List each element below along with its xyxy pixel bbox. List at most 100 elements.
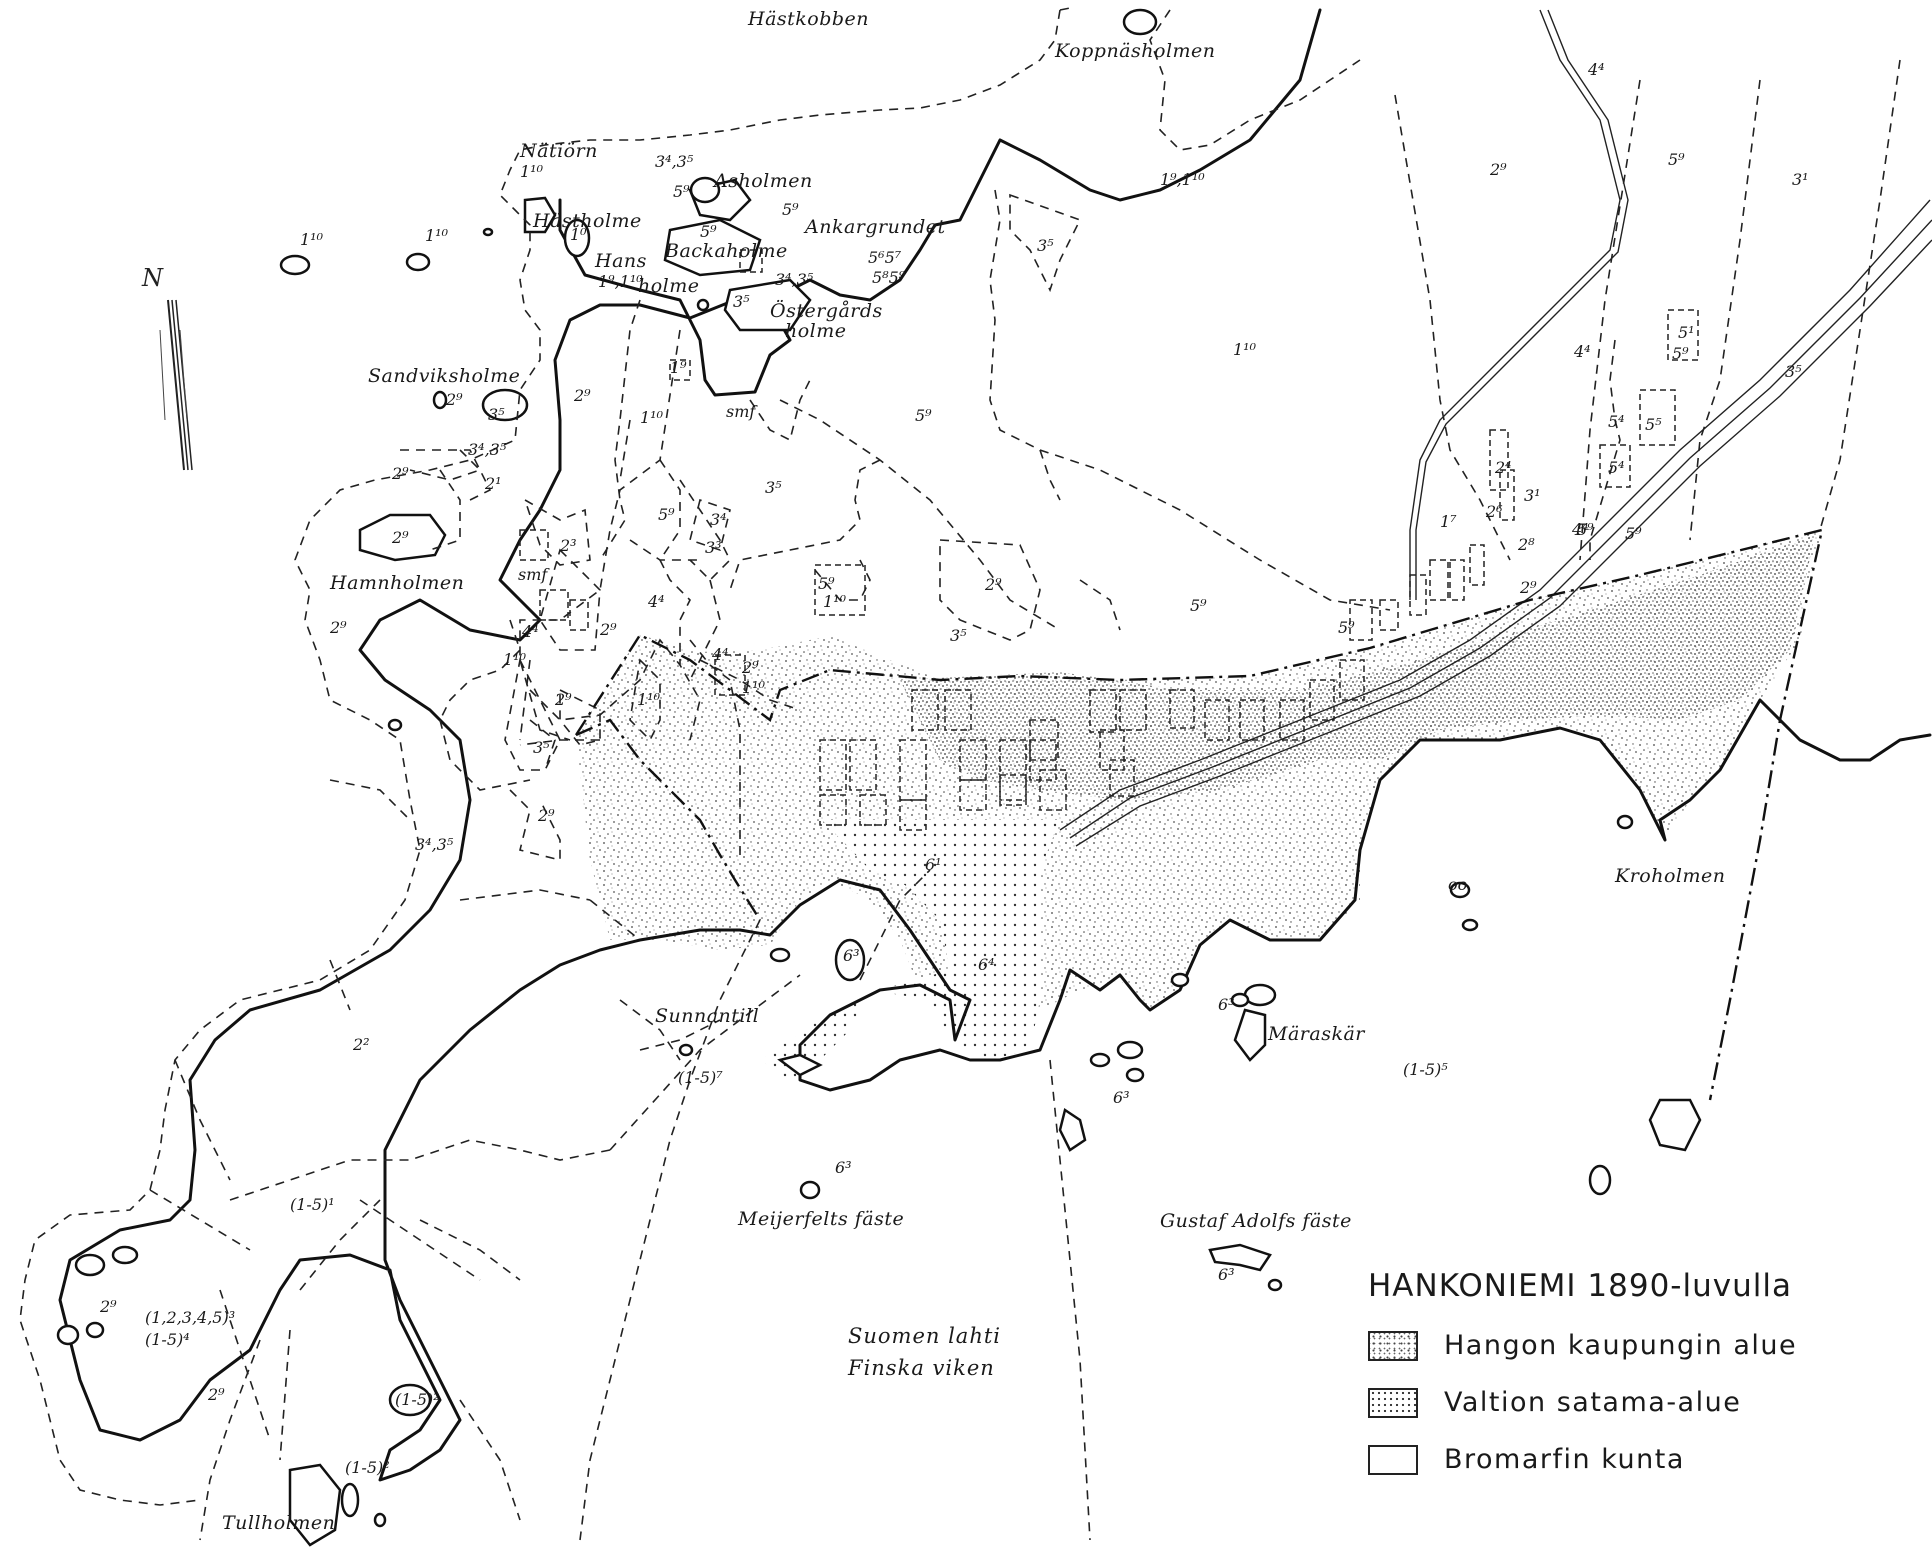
parcel-code: 3⁵ — [733, 292, 750, 311]
place-ostergards: Östergårds — [770, 300, 883, 322]
parcel-code: 5⁹ — [1668, 150, 1685, 169]
parcel-code: (1-5)⁷ — [678, 1068, 723, 1087]
parcel-code: 3⁵ — [1037, 236, 1054, 255]
parcel-code: (1-5)⁴ — [145, 1330, 190, 1349]
sea-label-swedish: Finska viken — [848, 1356, 995, 1380]
north-label: N — [142, 264, 163, 292]
town-blocks — [519, 249, 1699, 831]
parcel-code: 3⁴ — [710, 510, 727, 529]
parcel-code: 1¹⁰ — [823, 592, 847, 611]
parcel-code: 5⁹ — [1625, 524, 1642, 543]
parcel-code: oo — [1448, 875, 1468, 894]
parcel-code: 5⁸5⁹ — [872, 268, 906, 287]
parcel-code: 2⁹ — [1490, 160, 1507, 179]
parcel-code: 5⁹ — [700, 222, 717, 241]
parcel-code: 1⁷ — [1440, 512, 1457, 531]
parcel-code: 2⁹ — [555, 690, 572, 709]
place-hans-holme: holme — [638, 275, 700, 297]
parcel-code: 6¹ — [925, 855, 942, 874]
parcel-code: 5⁹ — [818, 574, 835, 593]
north-arrow — [159, 299, 193, 471]
parcel-code: 4⁴ — [1588, 60, 1605, 79]
legend-item-harbour: Valtion satama-alue — [1368, 1387, 1928, 1418]
legend-label-harbour: Valtion satama-alue — [1444, 1387, 1742, 1418]
parcel-code: 2⁹ — [330, 618, 347, 637]
legend-label-municipality: Bromarfin kunta — [1444, 1444, 1685, 1475]
parcel-code: 2⁹ — [446, 390, 463, 409]
parcel-code: 5⁴ — [1608, 458, 1625, 477]
legend-swatch-dots — [1368, 1387, 1418, 1418]
parcel-code: 3⁵ — [488, 405, 505, 424]
parcel-code: 1⁹ — [670, 358, 687, 377]
parcel-code: 1¹⁰ — [300, 230, 324, 249]
parcel-code: 1¹⁰ — [637, 690, 661, 709]
place-hastkobben: Hästkobben — [748, 8, 870, 30]
place-hamnholmen: Hamnholmen — [330, 572, 465, 594]
parcel-code: 6³ — [1218, 995, 1235, 1014]
parcel-code: 2⁹ — [600, 620, 617, 639]
parcel-code: 2⁹ — [100, 1297, 117, 1316]
sea-label: Suomen lahti Finska viken — [848, 1320, 1001, 1384]
parcel-code: 6³ — [843, 946, 860, 965]
parcel-code: 1⁹,1¹⁰ — [598, 272, 643, 291]
place-backaholme: Backaholme — [665, 240, 788, 262]
place-sandviksholme: Sandviksholme — [368, 365, 521, 387]
legend-swatch-stipple — [1368, 1330, 1418, 1361]
parcel-code: 1¹⁰ — [1233, 340, 1257, 359]
parcel-code: 5⁶5⁷ — [868, 248, 902, 267]
legend: HANKONIEMI 1890-luvulla Hangon kaupungin… — [1368, 1268, 1928, 1475]
parcel-code: 2³ — [560, 536, 577, 555]
parcel-code: 5⁵ — [1645, 415, 1662, 434]
parcel-code: 3⁴,3⁵ — [468, 440, 507, 459]
place-sunnantill: Sunnantill — [655, 1005, 760, 1027]
legend-item-municipality: Bromarfin kunta — [1368, 1444, 1928, 1475]
parcel-code: 1⁹,1¹⁰ — [1160, 170, 1205, 189]
parcel-code: 1¹⁰ — [640, 408, 664, 427]
parcel-code: 2⁸ — [1518, 535, 1535, 554]
place-hans: Hans — [595, 250, 647, 272]
parcel-code: 3¹ — [1524, 486, 1541, 505]
legend-label-town: Hangon kaupungin alue — [1444, 1330, 1798, 1361]
place-ostergards-holme: holme — [785, 320, 847, 342]
parcel-code: 3⁴,3⁵ — [415, 835, 454, 854]
parcel-code: 1¹⁰ — [503, 650, 527, 669]
parcel-code: 3⁴,3⁵ — [655, 152, 694, 171]
parcel-code: 4⁴ — [712, 645, 729, 664]
parcel-code: 2⁹ — [392, 528, 409, 547]
railway — [1059, 9, 1932, 847]
parcel-code: 4⁴ — [1574, 342, 1591, 361]
town-boundary-west — [575, 718, 762, 921]
sea-label-finnish: Suomen lahti — [848, 1324, 1002, 1348]
place-asholmen: Asholmen — [714, 170, 813, 192]
parcel-code: 4⁴ — [522, 622, 539, 641]
coastline-north — [758, 8, 1322, 302]
parcel-code: 1¹⁰ — [520, 162, 544, 181]
parcel-code: 5⁹ — [915, 406, 932, 425]
parcel-code: 2⁹ — [1520, 578, 1537, 597]
parcel-code: 5⁹ — [1672, 344, 1689, 363]
parcel-code: 3⁵ — [1785, 362, 1802, 381]
parcel-code: 3⁵ — [765, 478, 782, 497]
parcel-code: 2⁹ — [538, 806, 555, 825]
legend-title: HANKONIEMI 1890-luvulla — [1368, 1268, 1792, 1304]
parcel-code: smf — [518, 565, 548, 584]
legend-swatch-blank — [1368, 1444, 1418, 1475]
island-group — [56, 8, 1702, 1547]
parcel-code: 5⁹ — [1577, 520, 1594, 539]
parcel-code: 2⁹ — [574, 386, 591, 405]
place-tullholmen: Tullholmen — [222, 1512, 336, 1534]
parcel-code: 5⁹ — [1190, 596, 1207, 615]
town-dense-area — [900, 535, 1815, 800]
parcel-code: 6³ — [835, 1158, 852, 1177]
place-kroholmen: Kroholmen — [1615, 865, 1726, 887]
parcel-code: 5¹ — [1678, 323, 1695, 342]
parcel-code: 5⁴ — [1608, 412, 1625, 431]
parcel-code: 2⁴ — [1495, 458, 1512, 477]
parcel-code: 2⁶ — [1486, 502, 1503, 521]
parcel-code: (1-5)¹ — [290, 1195, 335, 1214]
parcel-code: 5⁹ — [658, 505, 675, 524]
parcel-code: 1¹⁰ — [742, 678, 766, 697]
parcel-code: 5⁹ — [782, 200, 799, 219]
